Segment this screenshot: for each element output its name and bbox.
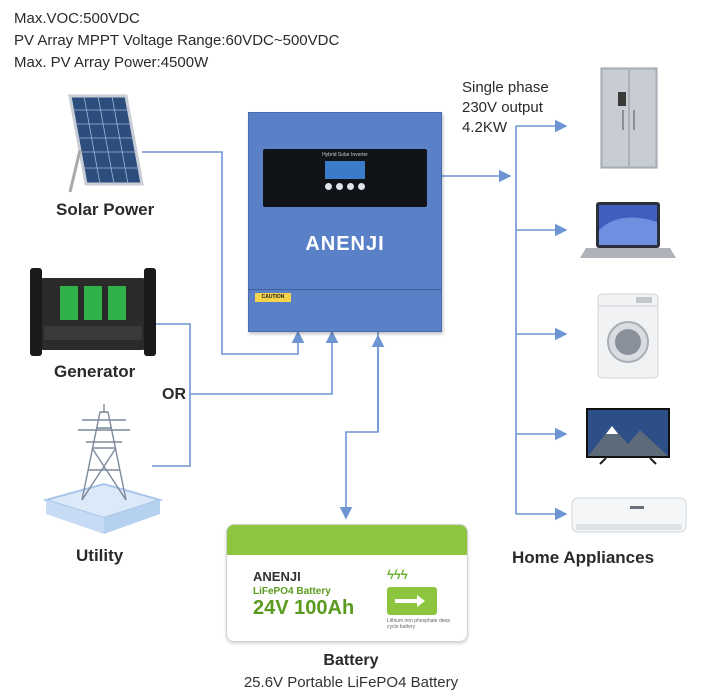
battery-unit: ANENJI LiFePO4 Battery 24V 100Ah ϟϟϟ Lit…	[226, 524, 468, 642]
inverter-screen: Hybrid Solar Inverter	[263, 149, 427, 207]
inverter-lcd	[325, 161, 365, 179]
inverter-button-3[interactable]	[347, 183, 354, 190]
battery-chemistry: LiFePO4 Battery	[253, 586, 331, 597]
battery-line	[339, 330, 379, 520]
battery-label: Battery	[323, 652, 379, 669]
battery-charge-icon	[387, 587, 437, 615]
battery-description: 25.6V Portable LiFePO4 Battery	[243, 674, 459, 691]
inverter-divider	[249, 289, 441, 290]
output-phase: Single phase	[462, 79, 549, 96]
inverter-unit: Hybrid Solar Inverter ANENJI CAUTION	[248, 112, 442, 332]
battery-lid	[227, 525, 467, 555]
or-label: OR	[162, 386, 186, 403]
output-spec: Single phase 230V output 4.2KW	[462, 78, 549, 138]
output-voltage: 230V output	[462, 99, 543, 116]
inverter-button-2[interactable]	[336, 183, 343, 190]
home-appliances-label: Home Appliances	[512, 548, 655, 567]
utility-label: Utility	[76, 546, 124, 565]
generator-label: Generator	[54, 362, 136, 381]
or-line	[190, 330, 339, 395]
inverter-screen-title: Hybrid Solar Inverter	[322, 152, 368, 158]
inverter-buttons	[325, 183, 365, 193]
spec-voc: Max.VOC:500VDC	[14, 10, 140, 27]
inverter-button-1[interactable]	[325, 183, 332, 190]
solar-line	[142, 151, 305, 355]
spec-mppt-range: PV Array MPPT Voltage Range:60VDC~500VDC	[14, 32, 340, 49]
battery-brand: ANENJI	[253, 569, 301, 584]
battery-rating: 24V 100Ah	[253, 597, 355, 619]
output-power: 4.2KW	[462, 119, 508, 136]
spec-block: Max.VOC:500VDC PV Array MPPT Voltage Ran…	[14, 8, 339, 74]
battery-lightning-icons: ϟϟϟ	[387, 567, 408, 582]
inverter-caution-sticker: CAUTION	[255, 293, 291, 302]
generator-line	[150, 323, 191, 467]
inverter-button-4[interactable]	[358, 183, 365, 190]
battery-side-note: Lithium iron phosphate deep cycle batter…	[387, 618, 451, 630]
inverter-brand-logo: ANENJI	[305, 233, 385, 255]
spec-pv-power: Max. PV Array Power:4500W	[14, 54, 209, 71]
solar-power-label: Solar Power	[56, 200, 155, 219]
